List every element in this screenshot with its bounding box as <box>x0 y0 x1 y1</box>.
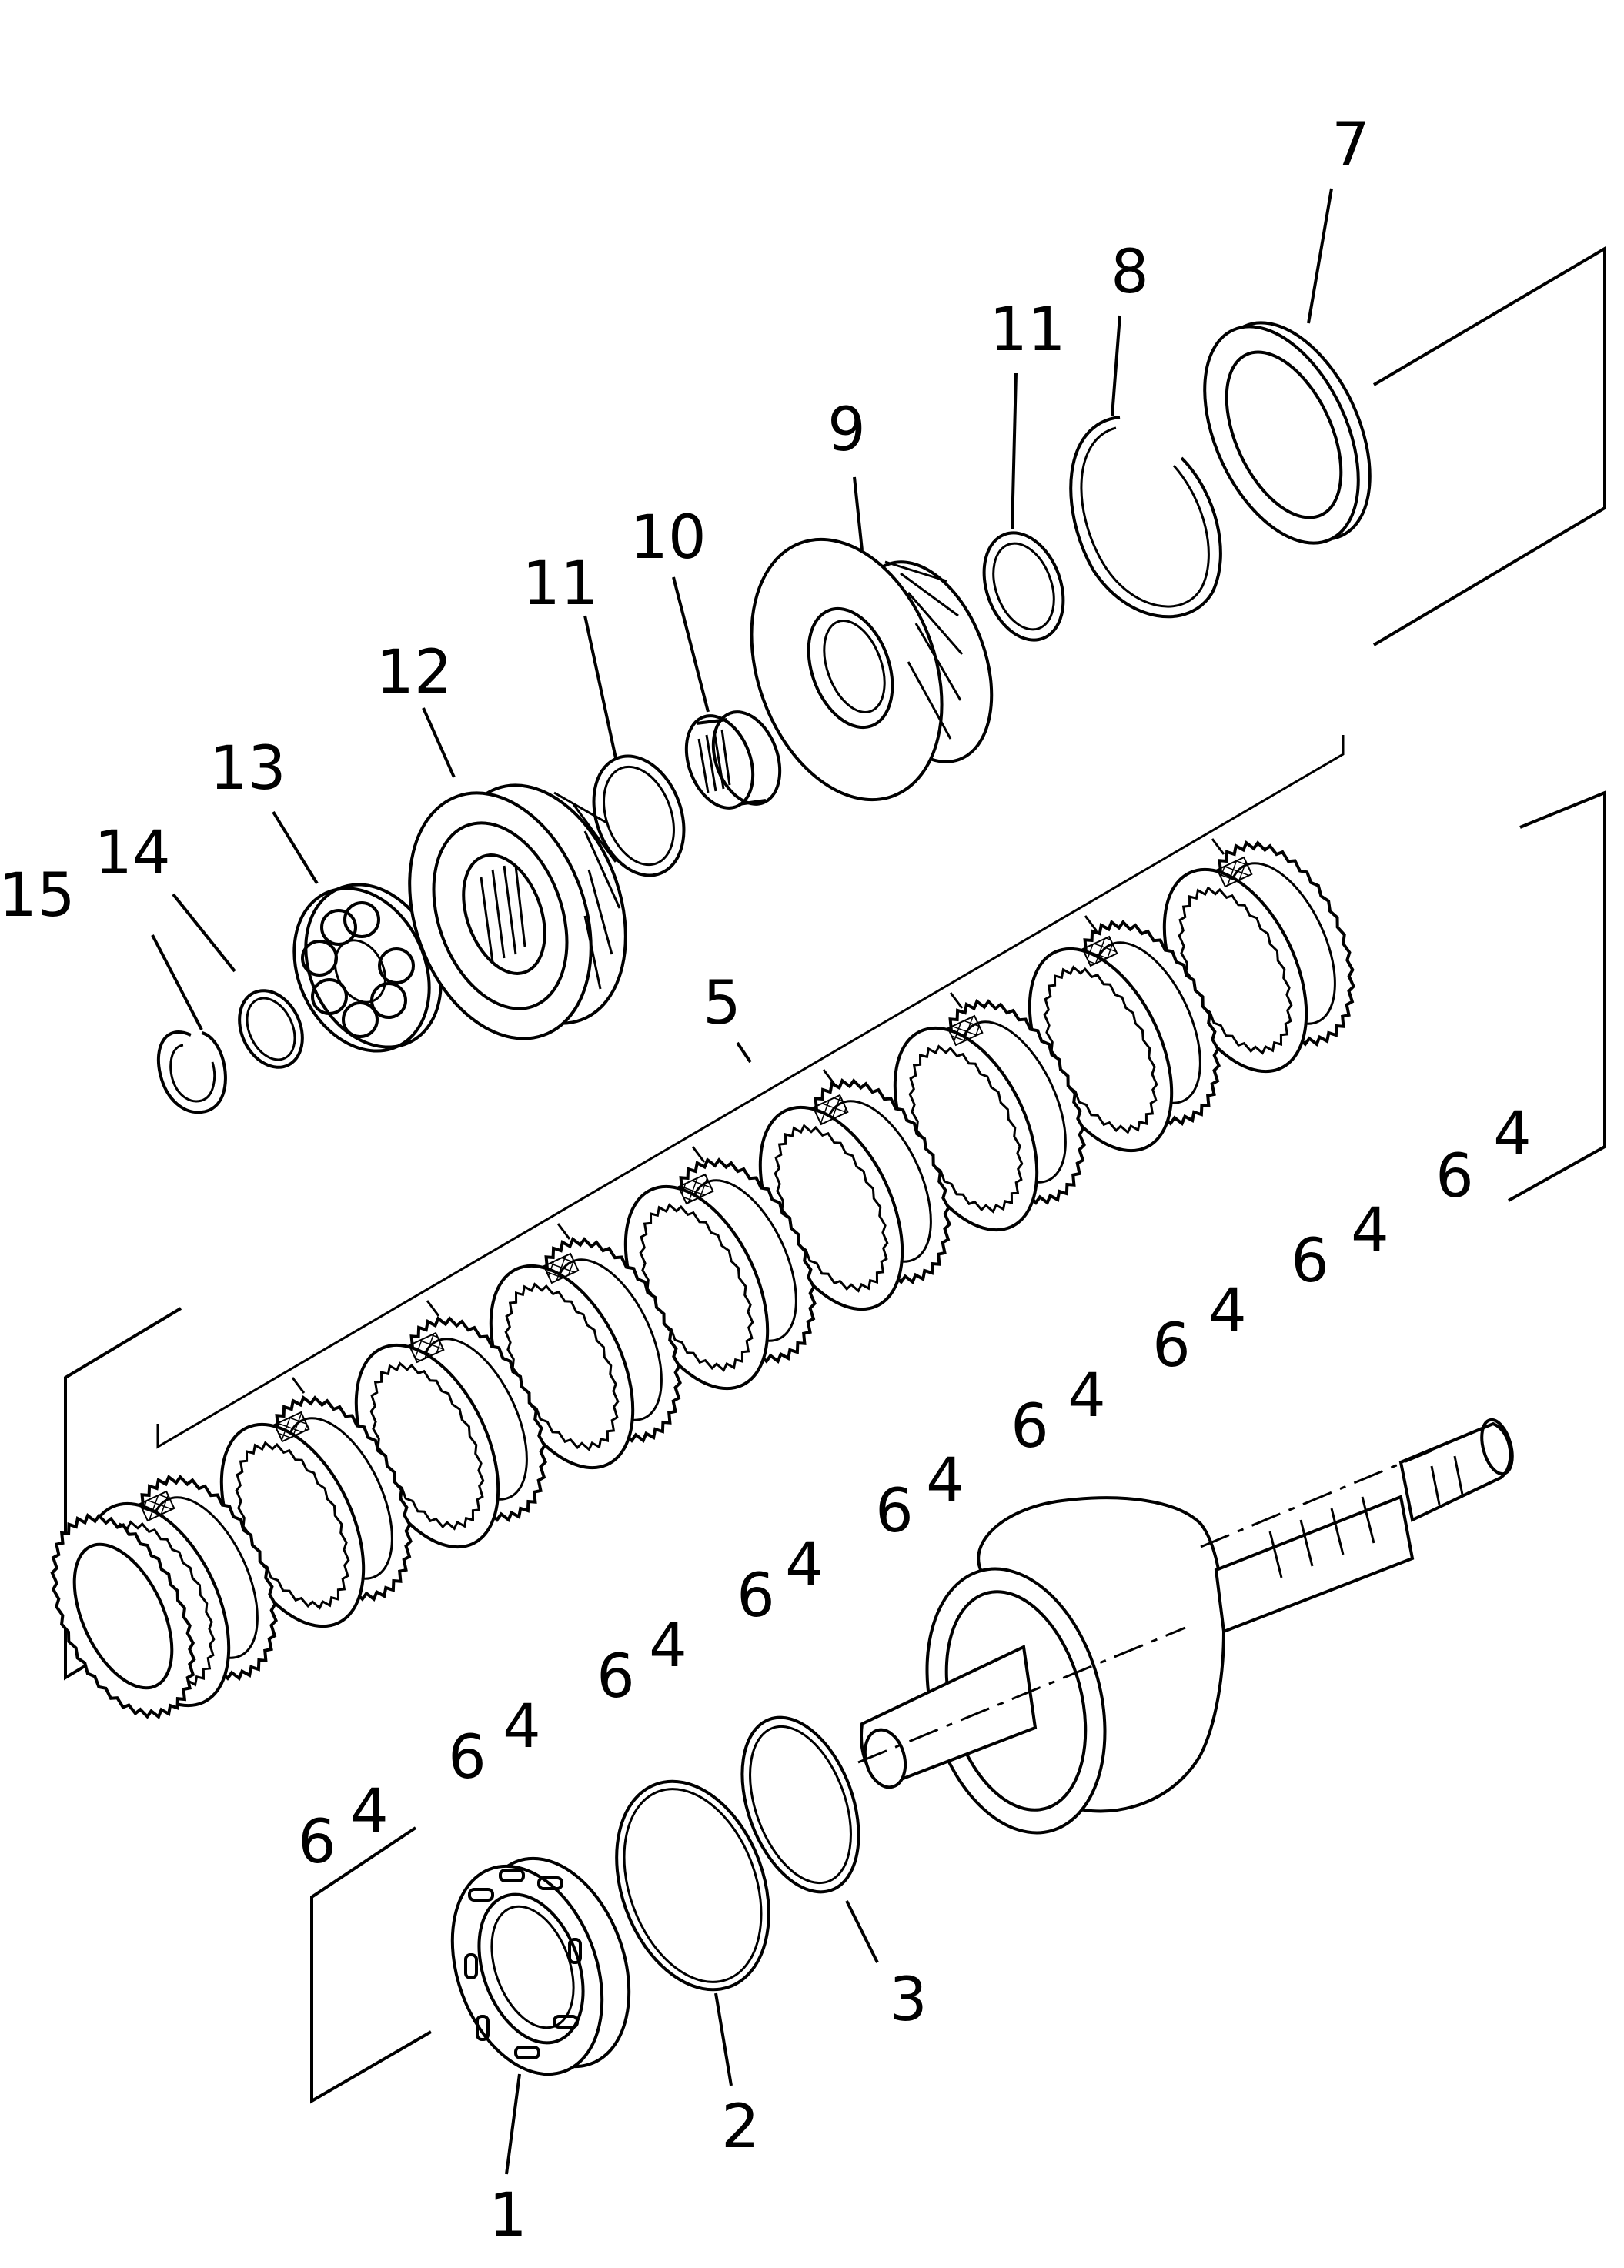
friction-lining-hatch <box>139 1490 175 1522</box>
callout-1: 1 <box>489 2181 527 2250</box>
friction-lining-hatch <box>408 1331 445 1364</box>
callout-4: 4 <box>1068 1361 1106 1431</box>
friction-lining-hatch <box>1081 935 1118 967</box>
callout-13: 13 <box>209 734 286 803</box>
friction-lining-hatch <box>812 1094 849 1126</box>
friction-lining-hatch <box>273 1411 310 1443</box>
callout-6: 6 <box>1152 1311 1191 1381</box>
callout-4: 4 <box>503 1692 541 1762</box>
callout-8: 8 <box>1111 238 1149 307</box>
top-group-bracket <box>1372 246 1606 646</box>
callout-15: 15 <box>0 861 75 930</box>
part-1-piston <box>450 1856 631 2076</box>
bottom-group-bracket <box>310 1826 433 2104</box>
clutch-discs <box>50 840 1355 1719</box>
leader-lines <box>151 188 1333 2175</box>
part-7-ring <box>1203 321 1372 545</box>
friction-lining-hatch <box>1216 856 1253 888</box>
callout-7: 7 <box>1332 111 1370 180</box>
front-plate <box>50 1513 196 1719</box>
part-13-bearing <box>292 883 443 1053</box>
callout-6: 6 <box>448 1723 486 1792</box>
callout-4: 4 <box>926 1446 964 1515</box>
part-9-gear <box>750 537 994 802</box>
callout-labels: 1 2 3 4 4 4 4 4 4 4 4 4 5 6 6 6 6 6 6 6 … <box>0 111 1532 2250</box>
part-14-ring <box>238 989 304 1069</box>
callout-6: 6 <box>1011 1392 1049 1461</box>
callout-14: 14 <box>94 819 170 888</box>
clutch-shaft-housing <box>857 1418 1514 1835</box>
callout-6: 6 <box>737 1562 775 1631</box>
callout-4: 4 <box>1351 1196 1389 1265</box>
callout-4: 4 <box>1208 1277 1247 1346</box>
callout-6: 6 <box>1291 1227 1329 1296</box>
callout-4: 4 <box>1493 1100 1532 1169</box>
friction-lining-hatch <box>677 1173 714 1205</box>
callout-10: 10 <box>630 503 706 573</box>
callout-5: 5 <box>703 969 741 1038</box>
callout-4: 4 <box>649 1612 687 1681</box>
friction-lining-hatch <box>947 1014 984 1047</box>
part-10-bushing <box>684 710 782 810</box>
callout-6: 6 <box>596 1642 635 1712</box>
callout-2: 2 <box>721 2093 760 2162</box>
callout-3: 3 <box>889 1966 927 2035</box>
callout-11: 11 <box>989 296 1065 365</box>
part-2-seal <box>615 1779 770 1992</box>
part-12-gear <box>408 783 627 1040</box>
callout-6: 6 <box>875 1477 914 1546</box>
part-8-snap-ring <box>1069 416 1222 619</box>
callout-11: 11 <box>522 549 598 619</box>
part-11-ring-right <box>982 531 1065 642</box>
front-plate-bore <box>72 1542 174 1690</box>
callout-6: 6 <box>298 1808 336 1877</box>
callout-6: 6 <box>1435 1142 1474 1211</box>
part-15-snap-ring <box>156 1030 227 1114</box>
callout-4: 4 <box>350 1777 389 1846</box>
callout-12: 12 <box>376 638 452 707</box>
callout-9: 9 <box>827 396 866 465</box>
callout-4: 4 <box>785 1531 824 1600</box>
friction-lining-hatch <box>543 1252 580 1284</box>
part-11-ring-left <box>592 754 686 877</box>
part-3-seal <box>740 1715 860 1894</box>
